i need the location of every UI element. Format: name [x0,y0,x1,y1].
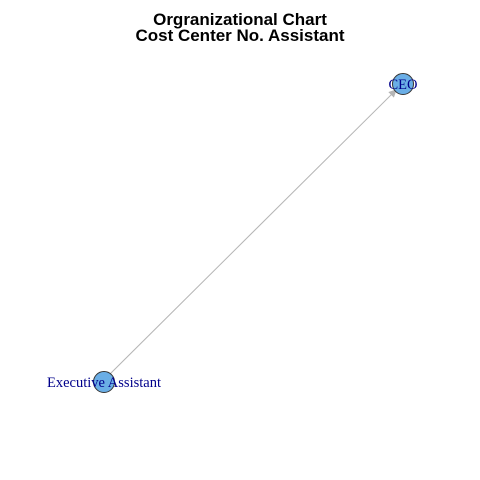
node-ceo-label: CEO [389,77,418,93]
chart-title-block: Orgranizational Chart Cost Center No. As… [0,10,480,45]
node-executive-assistant: Executive Assistant [47,371,161,393]
node-ceo-circle [392,73,414,95]
edge-executive-assistant-to-ceo [109,89,397,375]
chart-title: Orgranizational Chart [153,10,327,29]
node-ceo: CEO [389,73,418,95]
node-executive-assistant-label: Executive Assistant [47,375,161,391]
node-executive-assistant-circle [93,371,115,393]
chart-subtitle: Cost Center No. Assistant [135,26,345,45]
